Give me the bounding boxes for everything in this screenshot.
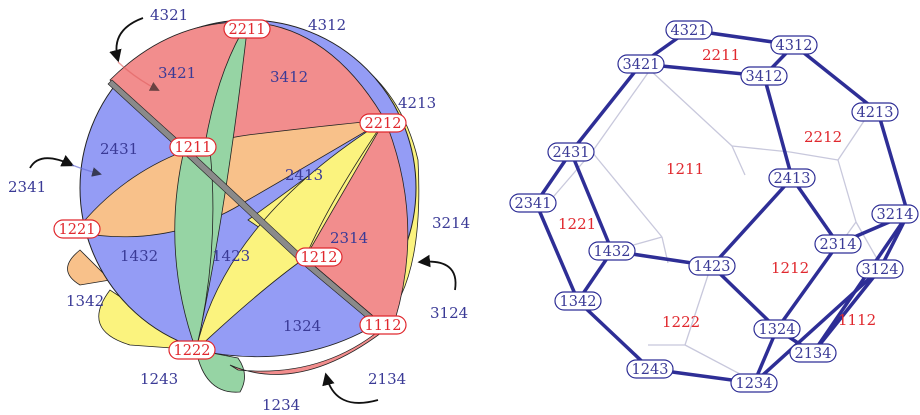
face-label-1211: 1211 <box>666 160 704 178</box>
boxed-label-2211: 2211 <box>223 19 271 39</box>
vertex-4213: 4213 <box>851 102 899 122</box>
svg-text:4321: 4321 <box>671 23 708 39</box>
boxed-label-1212: 1212 <box>295 247 343 267</box>
region-label-1324: 1324 <box>283 317 321 335</box>
outer-label-1342: 1342 <box>66 292 104 310</box>
arrow-2341-shadow <box>71 164 102 177</box>
svg-text:4213: 4213 <box>857 105 894 121</box>
vertex-4321: 4321 <box>665 20 713 40</box>
svg-text:3214: 3214 <box>877 207 914 223</box>
svg-text:1432: 1432 <box>594 244 631 260</box>
svg-text:1112: 1112 <box>365 318 402 334</box>
sphere-diagram: 4321 4312 4213 3214 3124 2134 1234 1243 … <box>8 6 470 414</box>
vertex-2134: 2134 <box>789 343 837 363</box>
vertex-1243: 1243 <box>626 359 674 379</box>
svg-text:1211: 1211 <box>175 140 212 156</box>
outer-label-4213: 4213 <box>398 94 436 112</box>
svg-text:3421: 3421 <box>623 57 660 73</box>
svg-text:1222: 1222 <box>174 343 211 359</box>
svg-text:2341: 2341 <box>515 196 552 212</box>
arrow-2134 <box>322 372 379 404</box>
svg-text:1243: 1243 <box>632 362 669 378</box>
svg-text:2413: 2413 <box>774 171 811 187</box>
face-label-1221: 1221 <box>558 215 596 233</box>
vertex-1432: 1432 <box>588 241 636 261</box>
face-label-2211: 2211 <box>702 46 740 64</box>
outer-label-4321: 4321 <box>150 6 188 24</box>
svg-text:3124: 3124 <box>862 262 899 278</box>
svg-text:1221: 1221 <box>59 222 96 238</box>
svg-text:1212: 1212 <box>301 250 338 266</box>
face-label-1112: 1112 <box>838 311 876 329</box>
vertex-1342: 1342 <box>554 291 602 311</box>
svg-text:1423: 1423 <box>694 259 731 275</box>
outer-label-4312: 4312 <box>308 16 346 34</box>
svg-text:1234: 1234 <box>736 376 773 392</box>
vertex-1324: 1324 <box>753 319 801 339</box>
outer-label-1234: 1234 <box>262 396 300 414</box>
vertex-2431: 2431 <box>547 142 595 162</box>
boxed-label-1211: 1211 <box>169 137 217 157</box>
outer-label-2341: 2341 <box>8 178 46 196</box>
vertex-1423: 1423 <box>688 256 736 276</box>
region-label-2413: 2413 <box>285 166 323 184</box>
vertex-3214: 3214 <box>871 204 919 224</box>
vertex-2314: 2314 <box>814 234 862 254</box>
vertex-3421: 3421 <box>617 54 665 74</box>
arrow-4321-shadow <box>117 61 160 91</box>
face-label-2212: 2212 <box>804 128 842 146</box>
svg-text:2314: 2314 <box>820 237 857 253</box>
polytope-diagram: 2211 2212 1211 1221 1212 1222 1112 4321 … <box>509 20 919 393</box>
outer-label-2134: 2134 <box>368 370 406 388</box>
vertex-2413: 2413 <box>768 168 816 188</box>
svg-text:2134: 2134 <box>795 346 832 362</box>
arrow-4321 <box>109 17 144 63</box>
boxed-label-1112: 1112 <box>359 315 407 335</box>
face-label-1222: 1222 <box>662 313 700 331</box>
region-label-2314: 2314 <box>330 229 368 247</box>
vertex-3124: 3124 <box>856 259 904 279</box>
outer-label-3214: 3214 <box>432 214 470 232</box>
outer-label-3124: 3124 <box>430 304 468 322</box>
visible-edges <box>534 28 910 385</box>
region-green-bottom <box>195 349 245 393</box>
svg-text:4312: 4312 <box>776 38 813 54</box>
region-label-1432: 1432 <box>120 247 158 265</box>
vertex-2341: 2341 <box>509 193 557 213</box>
region-label-2431: 2431 <box>100 140 138 158</box>
svg-text:1342: 1342 <box>560 294 597 310</box>
vertex-4312: 4312 <box>770 35 818 55</box>
svg-text:2431: 2431 <box>553 145 590 161</box>
region-label-1423: 1423 <box>212 247 250 265</box>
svg-text:2212: 2212 <box>365 116 402 132</box>
vertex-1234: 1234 <box>730 373 778 393</box>
region-label-3421: 3421 <box>158 64 196 82</box>
boxed-label-2212: 2212 <box>359 113 407 133</box>
vertex-3412: 3412 <box>740 66 788 86</box>
arrow-2341 <box>29 155 75 169</box>
outer-label-1243: 1243 <box>140 370 178 388</box>
svg-text:1324: 1324 <box>759 322 796 338</box>
region-orange-back-left <box>67 249 111 286</box>
svg-text:3412: 3412 <box>746 69 783 85</box>
face-label-1212: 1212 <box>771 259 809 277</box>
region-label-3412: 3412 <box>270 68 308 86</box>
arrow-3124 <box>417 254 457 291</box>
svg-text:2211: 2211 <box>229 22 266 38</box>
boxed-label-1222: 1222 <box>168 340 216 360</box>
boxed-label-1221: 1221 <box>53 219 101 239</box>
